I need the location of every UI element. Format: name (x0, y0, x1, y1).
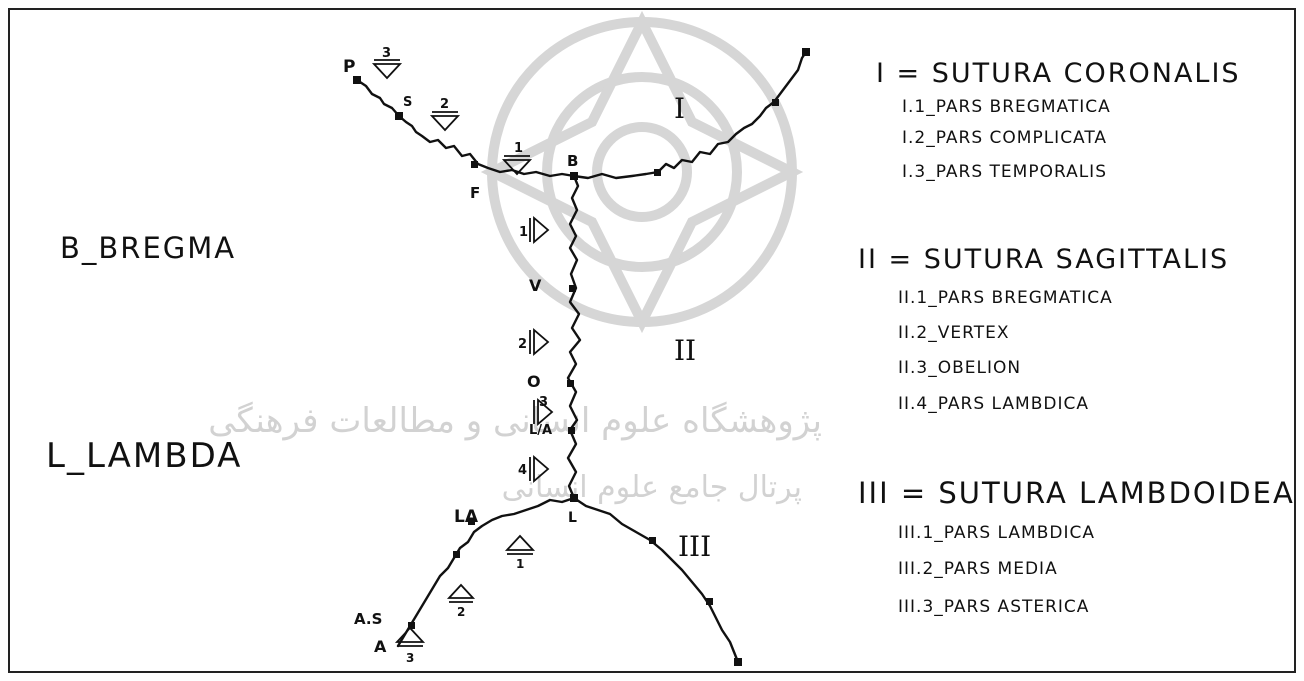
label-point-la-upper: L/A (529, 423, 552, 438)
label-point-s: S (403, 95, 412, 110)
label-point-v: V (529, 276, 542, 295)
suture-nodes (353, 48, 810, 666)
legend-sagittalis-part-3: II.3_OBELION (898, 358, 1021, 378)
watermark-text-2: پرتال جامع علوم انسانی (502, 470, 802, 505)
label-point-as: A.S (354, 610, 382, 628)
label-region-2: II (674, 334, 696, 367)
watermark-rosette (480, 10, 804, 334)
legend-lambdoidea-part-2: III.2_PARS MEDIA (898, 559, 1058, 579)
label-point-la: LA (454, 507, 479, 527)
coronal-marker-3 (371, 59, 403, 80)
label-region-3: III (678, 530, 711, 563)
label-marker-cor-2: 2 (440, 97, 449, 112)
figure-frame: پژوهشگاه علوم انسانی و مطالعات فرهنگی پر… (8, 8, 1296, 673)
legend-lambda: L_LAMBDA (46, 436, 242, 476)
lambdoid-marker-1 (504, 534, 536, 555)
coronal-suture-right (572, 50, 808, 180)
label-marker-cor-1: 1 (514, 141, 523, 156)
label-point-b: B (567, 152, 578, 170)
label-marker-sag-2: 2 (518, 337, 527, 352)
label-marker-cor-3: 3 (382, 46, 391, 61)
legend-bregma: B_BREGMA (60, 231, 236, 265)
suture-diagram: پژوهشگاه علوم انسانی و مطالعات فرهنگی پر… (46, 10, 1295, 666)
legend-lambdoidea-part-3: III.3_PARS ASTERICA (898, 597, 1089, 617)
label-marker-lam-3: 3 (406, 651, 414, 665)
watermark-text-1: پژوهشگاه علوم انسانی و مطالعات فرهنگی (208, 401, 822, 441)
sagittal-marker-3 (533, 398, 554, 426)
label-point-a: A (374, 637, 387, 656)
sagittal-suture (566, 174, 582, 500)
lambdoid-suture-left (396, 496, 576, 648)
coronal-suture-left (355, 78, 576, 178)
label-marker-sag-4: 4 (518, 463, 527, 478)
legend-sagittalis-part-1: II.1_PARS BREGMATICA (898, 288, 1113, 308)
legend-sagittalis-title: II = SUTURA SAGITTALIS (858, 244, 1229, 275)
lambdoid-marker-2 (446, 583, 476, 603)
sagittal-marker-2 (529, 328, 550, 356)
label-marker-lam-2: 2 (457, 605, 465, 619)
label-point-p: P (343, 57, 355, 77)
label-marker-sag-3: 3 (539, 395, 548, 410)
label-marker-lam-1: 1 (516, 557, 524, 571)
legend-lambdoidea-title: III = SUTURA LAMBDOIDEA (858, 476, 1295, 510)
lambdoid-marker-3 (394, 626, 426, 647)
label-point-l: L (568, 510, 577, 526)
legend-coronalis-part-3: I.3_PARS TEMPORALIS (902, 162, 1107, 182)
legend-coronalis-part-1: I.1_PARS BREGMATICA (902, 97, 1111, 117)
sagittal-marker-4 (529, 455, 550, 483)
legend-lambdoidea-part-1: III.1_PARS LAMBDICA (898, 523, 1095, 543)
sagittal-marker-1 (529, 216, 550, 244)
legend-sagittalis-part-2: II.2_VERTEX (898, 323, 1009, 343)
label-point-o: O (527, 372, 541, 391)
coronal-marker-2 (429, 111, 461, 132)
legend-sagittalis-part-4: II.4_PARS LAMBDICA (898, 394, 1089, 414)
legend-coronalis-part-2: I.2_PARS COMPLICATA (902, 128, 1107, 148)
coronal-marker-1 (501, 155, 533, 176)
label-marker-sag-1: 1 (519, 225, 528, 240)
label-point-f: F (470, 184, 480, 202)
label-region-1: I (674, 92, 685, 125)
legend-coronalis-title: I = SUTURA CORONALIS (876, 58, 1241, 89)
lambdoid-suture-right (572, 496, 740, 664)
